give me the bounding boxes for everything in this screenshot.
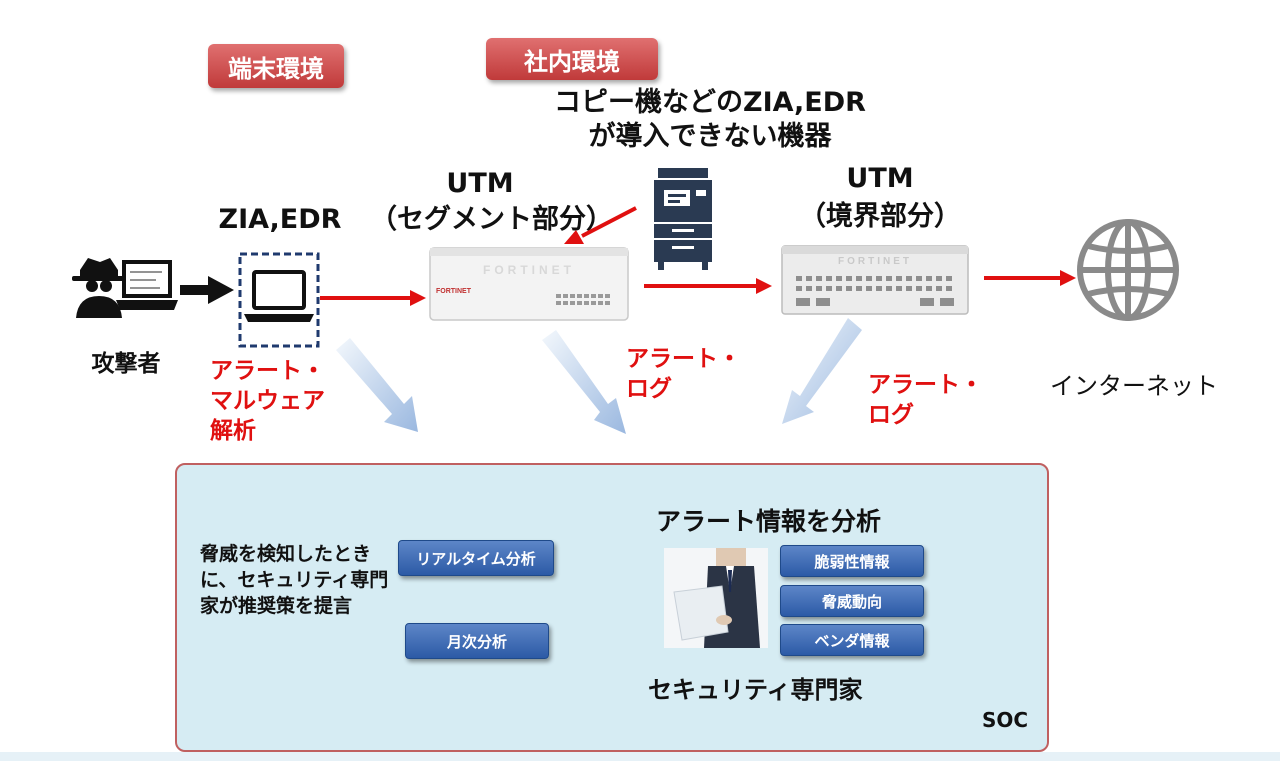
security-expert-label: セキュリティ専門家: [648, 676, 863, 704]
attack-arrow: [180, 276, 234, 304]
bottom-band: [0, 752, 1280, 761]
attacker-label: 攻撃者: [91, 351, 161, 377]
copier-label-line1: コピー機などのZIA,EDR: [554, 87, 866, 118]
blue-arrows: [336, 318, 862, 434]
internal-env-tag: 社内環境: [486, 38, 658, 80]
utm-segment-label: UTM （セグメント部分）: [370, 166, 613, 238]
attacker-laptop-icon: [116, 260, 178, 310]
vulnerability-info-button[interactable]: 脆弱性情報: [780, 545, 924, 577]
endpoint-note-line2: マルウェア: [210, 388, 325, 414]
copier-label: コピー機などのZIA,EDR が導入できない機器: [540, 86, 880, 154]
endpoint-note-line1: アラート・: [210, 358, 325, 384]
soc-label: SOC: [982, 708, 1029, 732]
analysis-title: アラート情報を分析: [656, 507, 882, 536]
vendor-info-button[interactable]: ベンダ情報: [780, 624, 924, 656]
monthly-analysis-button[interactable]: 月次分析: [405, 623, 549, 659]
utm-segment-line1: UTM: [446, 168, 514, 199]
soc-advice-line3: 家が推奨策を提言: [200, 595, 353, 617]
boundary-note-line1: アラート・: [868, 372, 983, 398]
security-expert-photo: [664, 548, 768, 648]
fortinet-watermark-2: FORTINET: [838, 256, 912, 267]
globe-icon: [1077, 219, 1179, 321]
internet-label: インターネット: [1050, 372, 1218, 400]
segment-note-line2: ログ: [626, 376, 672, 402]
utm-boundary-line2: （境界部分）: [799, 201, 961, 232]
zia-edr-label: ZIA,EDR: [218, 204, 342, 235]
endpoint-dashed-box: [238, 252, 320, 348]
boundary-note-line2: ログ: [868, 402, 914, 428]
boundary-alert-note: アラート・ ログ: [868, 370, 983, 430]
terminal-env-tag: 端末環境: [208, 44, 344, 88]
attacker-icon: [72, 258, 128, 318]
fortinet-logo-small: FORTINET: [436, 288, 472, 295]
utm-segment-line2: （セグメント部分）: [370, 204, 613, 235]
utm-boundary-line1: UTM: [846, 163, 914, 194]
copier-label-line2: が導入できない機器: [588, 121, 832, 152]
fortinet-segment-appliance: FORTINET FORTINET: [429, 247, 629, 321]
soc-advice-line2: に、セキュリティ専門: [200, 569, 389, 591]
security-expert-figure: [673, 548, 760, 648]
fortinet-boundary-appliance: FORTINET: [781, 245, 969, 315]
endpoint-alert-note: アラート・ マルウェア 解析: [210, 356, 325, 446]
segment-note-line1: アラート・: [626, 346, 741, 372]
threat-trend-button[interactable]: 脅威動向: [780, 585, 924, 617]
realtime-analysis-button[interactable]: リアルタイム分析: [398, 540, 554, 576]
endpoint-note-line3: 解析: [210, 418, 256, 444]
utm-boundary-label: UTM （境界部分）: [790, 160, 970, 236]
soc-advice-text: 脅威を検知したとき に、セキュリティ専門 家が推奨策を提言: [200, 541, 388, 619]
soc-advice-line1: 脅威を検知したとき: [200, 543, 372, 565]
copier-icon: [654, 168, 712, 270]
endpoint-laptop-icon: [244, 270, 314, 322]
fortinet-watermark: FORTINET: [483, 263, 575, 277]
segment-alert-note: アラート・ ログ: [626, 344, 741, 404]
red-arrows: [320, 206, 1076, 306]
